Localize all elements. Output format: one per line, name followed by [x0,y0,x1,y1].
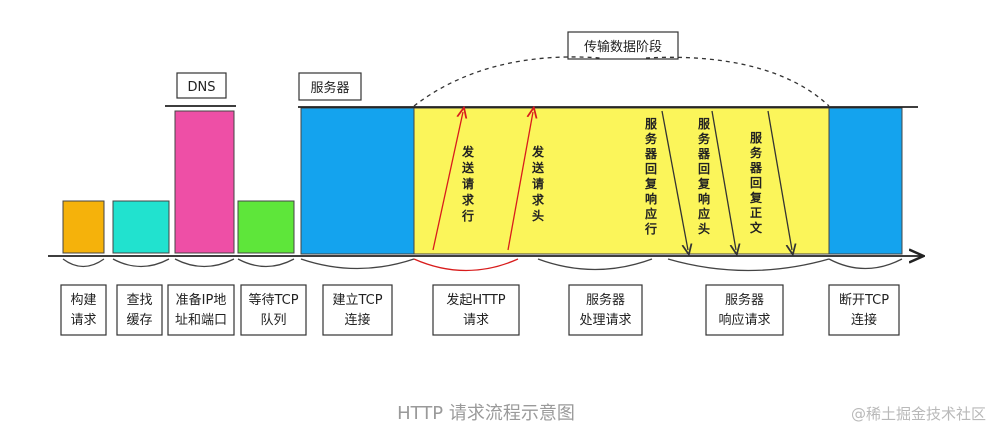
brace-cache [112,258,170,268]
stage-label-tcp-queue-1: 等待TCP [248,292,298,308]
brace-tcp-queue [237,258,295,268]
brace-tcp-close [828,258,903,270]
stage-label-build-request-1: 构建 [70,293,96,308]
send-request-line-label: 发送请求行 [461,144,475,223]
stage-label-http-request-1: 发起HTTP [446,292,505,308]
brace-server-response [667,258,830,272]
dns-header-label: DNS [188,80,216,95]
stage-label-cache-2: 缓存 [126,313,152,328]
stage-box-ip-port [167,284,235,336]
stage-label-server-process-2: 处理请求 [579,313,631,328]
build-request-block [62,200,105,254]
stage-label-http-request-2: 请求 [463,313,489,328]
stage-label-tcp-close-2: 连接 [851,312,877,328]
stage-label-ip-port-1: 准备IP地 [176,292,227,308]
transfer-phase-box [567,31,679,60]
server-reply-line-label: 服务器回复响应行 [644,116,658,236]
send-request-line-arrow [432,112,463,251]
brace-dns [174,258,235,268]
stage-label-boxes: 构建 请求 查找 缓存 准备IP地 址和端口 等待TCP 队列 建立TCP 连接… [60,284,900,336]
stage-label-server-response-1: 服务器 [725,292,764,308]
transfer-phase-label: 传输数据阶段 [584,39,662,55]
stage-label-tcp-connect-2: 连接 [344,312,370,328]
stage-box-tcp-connect [322,284,393,336]
stage-box-server-response [705,284,784,336]
brace-build-request [62,258,105,268]
diagram-caption: HTTP 请求流程示意图 [397,403,575,424]
server-reply-body-arrow [767,110,792,250]
tcp-close-block [828,107,903,255]
server-header-label: 服务器 [310,80,349,96]
tcp-connect-block [300,107,415,255]
stage-label-cache-1: 查找 [126,293,152,308]
timeline-braces [62,258,903,272]
dns-header-box [176,72,227,99]
dns-block [174,110,235,254]
stage-label-ip-port-2: 址和端口 [175,313,227,328]
stage-box-tcp-close [828,284,900,336]
stage-label-build-request-2: 请求 [70,313,96,328]
stage-box-server-process [568,284,643,336]
transfer-phase-arc [413,56,830,107]
watermark: @稀土掘金技术社区 [851,405,986,423]
stage-box-cache [116,284,163,336]
server-reply-line-arrow [661,110,688,250]
stage-label-server-process-1: 服务器 [586,292,625,308]
brace-server-process [537,258,653,271]
stage-box-build-request [60,284,107,336]
stage-box-tcp-queue [240,284,307,336]
stage-label-server-response-2: 响应请求 [718,312,770,328]
stage-label-tcp-connect-1: 建立TCP [332,293,382,308]
tcp-queue-block [237,200,295,254]
stage-label-tcp-queue-2: 队列 [260,313,286,328]
send-request-headers-arrow [507,112,533,251]
stage-label-tcp-close-1: 断开TCP [839,293,889,308]
server-reply-headers-arrow [711,110,736,250]
server-header-box [298,72,362,101]
server-reply-headers-label: 服务器回复响应头 [697,116,711,236]
cache-lookup-block [112,200,170,254]
send-request-headers-label: 发送请求头 [531,144,545,223]
server-reply-body-label: 服务器回复正文 [749,130,763,235]
brace-http-request [413,258,519,272]
brace-tcp-connect [300,258,415,270]
data-transfer-block [413,107,830,255]
stage-box-http-request [432,284,520,336]
